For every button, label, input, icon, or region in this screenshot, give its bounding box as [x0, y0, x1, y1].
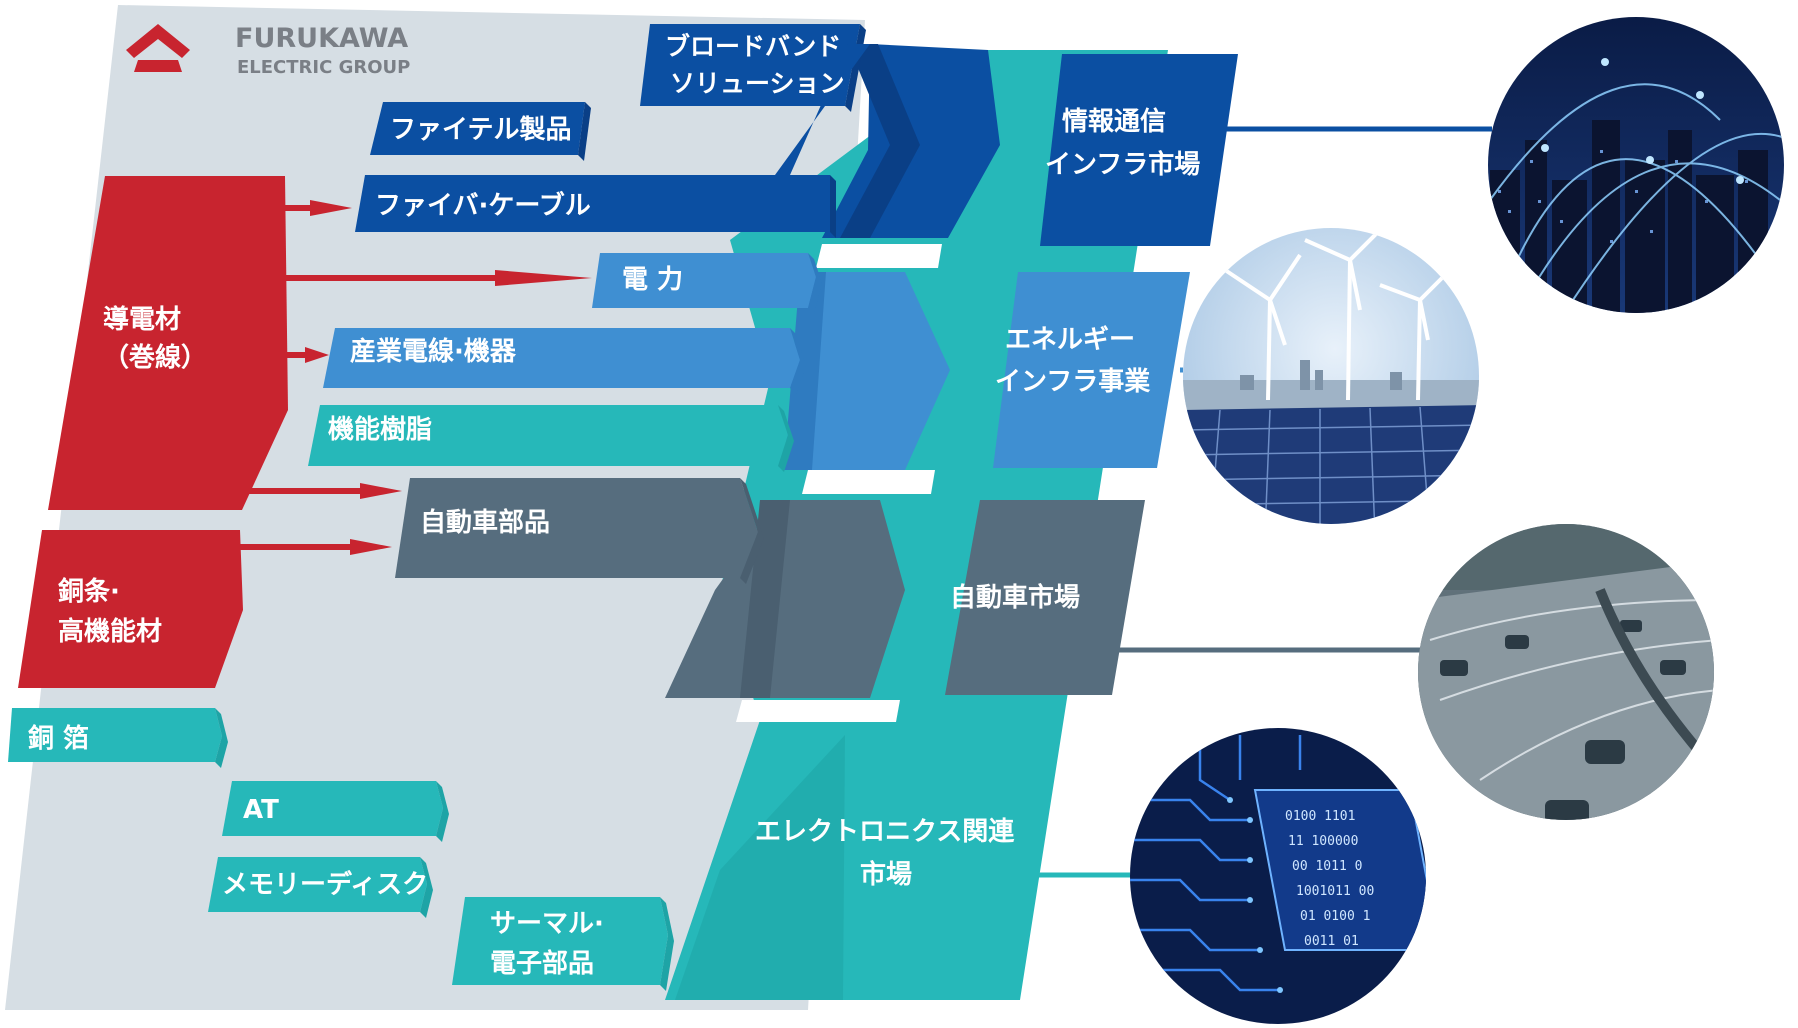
industrial-wire-box[interactable]: [323, 328, 800, 388]
copper-foil-box[interactable]: [8, 708, 222, 762]
electronics-market-label-2: 市場: [860, 859, 912, 890]
logo-line2: ELECTRIC GROUP: [237, 57, 410, 78]
info-market-label-2: インフラ市場: [1045, 149, 1200, 180]
thermal-label-2: 電子部品: [490, 949, 594, 979]
automotive-chevron: [665, 500, 905, 698]
highway-traffic-photo: [1418, 524, 1714, 820]
broadband-label-2: ソリューション: [670, 69, 845, 98]
broadband-label: ブロードバンド: [665, 32, 841, 61]
copper-strip-label: 銅条·: [58, 576, 120, 607]
conductive-material-label-2: （巻線）: [103, 342, 207, 373]
electronics-market-label: エレクトロニクス関連: [755, 817, 1015, 847]
broadband-box[interactable]: [640, 24, 860, 106]
svg-text:11 100000: 11 100000: [1288, 834, 1358, 849]
logo-line1: FURUKAWA: [235, 23, 408, 54]
connector-lines: [1035, 126, 1492, 878]
wind-solar-photo: [1183, 228, 1479, 524]
copper-strip-block: [18, 530, 243, 688]
fiber-cable-box[interactable]: [355, 175, 830, 232]
copper-strip-label-2: 高機能材: [58, 616, 162, 647]
svg-text:01 0100 1: 01 0100 1: [1300, 909, 1370, 924]
copper-foil-label: 銅 箔: [28, 723, 89, 754]
energy-market-label: エネルギー: [1005, 325, 1135, 355]
functional-resin-label: 機能樹脂: [328, 414, 432, 445]
energy-market-box: [993, 272, 1190, 468]
thermal-box[interactable]: [452, 897, 668, 985]
at-box[interactable]: [222, 781, 443, 836]
info-market-label: 情報通信: [1062, 107, 1166, 137]
svg-text:0100 1101: 0100 1101: [1285, 809, 1355, 824]
automotive-market-box: [945, 500, 1145, 695]
red-arrows: [240, 200, 592, 555]
fitel-label: ファイテル製品: [390, 115, 571, 145]
power-box[interactable]: [592, 253, 816, 308]
functional-resin-box[interactable]: [308, 405, 788, 466]
power-label: 電 力: [622, 265, 683, 295]
automotive-market-label: 自動車市場: [950, 582, 1080, 613]
fiber-cable-label: ファイバ·ケーブル: [375, 190, 591, 221]
automotive-parts-box[interactable]: [395, 478, 758, 578]
memory-disk-box[interactable]: [208, 857, 427, 912]
circuit-board-photo: 0100 1101 11 100000 00 1011 0 1001011 00…: [1130, 728, 1426, 1024]
svg-text:0011 01: 0011 01: [1304, 934, 1359, 949]
automotive-parts-label: 自動車部品: [420, 507, 550, 538]
svg-text:1001011 00: 1001011 00: [1296, 884, 1374, 899]
conductive-material-block: [48, 176, 288, 510]
svg-text:00 1011 0: 00 1011 0: [1292, 859, 1362, 874]
info-market-box: [1040, 54, 1238, 246]
city-network-photo: [1488, 17, 1784, 313]
fitel-box[interactable]: [370, 102, 585, 155]
furukawa-logo: FURUKAWA ELECTRIC GROUP: [126, 23, 410, 78]
memory-disk-label: メモリーディスク: [222, 869, 428, 900]
thermal-label: サーマル·: [490, 909, 604, 939]
energy-market-label-2: インフラ事業: [995, 367, 1150, 397]
conductive-material-label: 導電材: [103, 304, 181, 335]
at-label: AT: [243, 795, 279, 825]
industrial-wire-label: 産業電線·機器: [350, 336, 517, 367]
energy-chevron: [790, 272, 950, 470]
